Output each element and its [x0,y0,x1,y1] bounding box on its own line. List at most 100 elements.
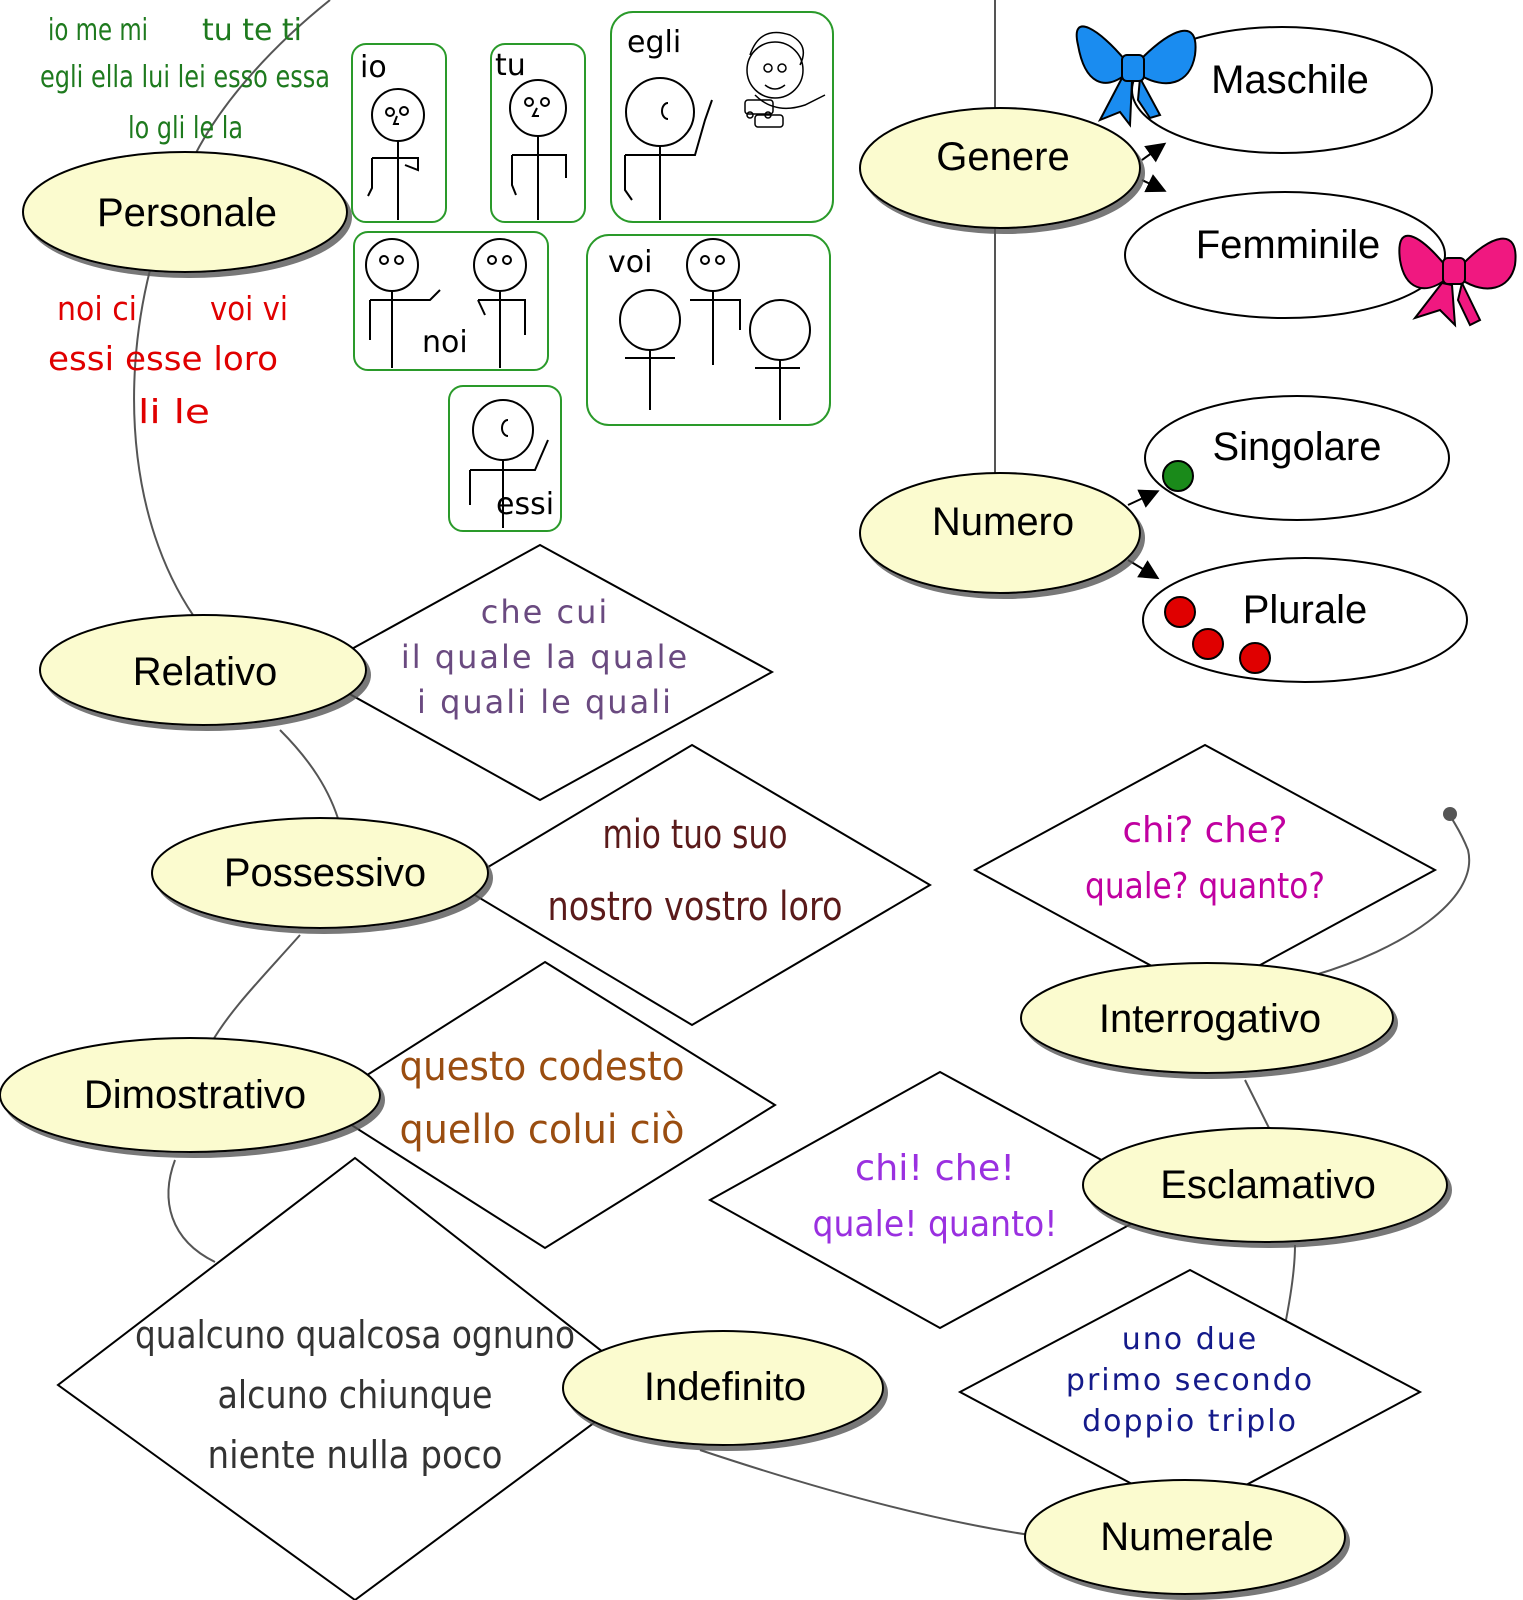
plural-forms-2: voi vi [210,289,288,328]
indefinito-oval [562,1330,884,1446]
singolare-oval [1144,395,1450,521]
femminile-label: Femminile [1196,223,1380,267]
green-dot-icon [1162,460,1194,492]
numerale-line-2: primo secondo [1066,1363,1314,1398]
arrow-to-femminile [1141,174,1167,193]
card-io [351,43,447,223]
dimostrativo-line-2: quello colui ciò [400,1107,685,1153]
stick-figures [365,31,826,528]
card-voi-label: voi [608,245,652,280]
connector-numerale-esclamativo [1284,1244,1296,1326]
connector-end-dot [1443,807,1457,821]
diamond-possessivo [456,743,932,1027]
card-voi [586,234,831,426]
numerale-line-1: uno due [1122,1322,1258,1357]
interrogativo-label: Interrogativo [1099,997,1321,1041]
possessivo-forms: mio tuo suo nostro vostro loro [548,812,843,930]
relativo-label: Relativo [133,650,278,694]
possessivo-line-1: mio tuo suo [603,812,788,858]
plurale-label: Plurale [1243,588,1368,632]
numerale-label: Numerale [1100,1515,1273,1559]
numero-oval [859,472,1141,594]
pink-bow-icon [1398,234,1517,328]
dimostrativo-oval [0,1037,381,1153]
relativo-oval [39,614,367,726]
egli-figure-icon [624,77,713,220]
red-dots-icon [1164,596,1271,674]
numerale-oval [1024,1479,1346,1595]
numerale-forms: uno due primo secondo doppio triplo [1066,1322,1314,1439]
singolare-label: Singolare [1212,425,1381,469]
connector-possessivo-dimostrativo [209,934,301,1046]
esclamativo-forms: chi! che! quale! quanto! [813,1148,1058,1245]
tu-figure-icon [509,79,567,220]
possessivo-oval [151,817,489,929]
plural-forms-3: essi esse loro [48,339,278,378]
voi-figures-icon [619,238,811,420]
plural-forms-4: li le [138,392,210,431]
indefinito-forms: qualcuno qualcosa ognuno alcuno chiunque… [135,1313,575,1477]
esclamativo-label: Esclamativo [1160,1163,1376,1207]
personale-singular-forms: io me mi tu te ti egli ella lui lei esso… [40,13,330,146]
connector-dimostrativo-indefinito [167,1159,216,1263]
card-noi-label: noi [422,325,468,360]
noi-figures-icon [365,238,527,368]
indefinito-line-3: niente nulla poco [208,1433,503,1477]
maschile-label: Maschile [1211,58,1369,102]
child-playing-icon [744,31,826,128]
possessivo-label: Possessivo [224,851,426,895]
arrow-to-maschile [1141,142,1167,163]
connector-indefinito-numerale [699,1449,1031,1536]
diamond-indefinito [56,1156,647,1600]
genere-oval [859,107,1141,229]
interrogativo-oval [1020,962,1394,1074]
arrow-to-plurale [1127,559,1160,580]
category-ovals [0,107,1448,1595]
pronoun-cards [351,11,834,532]
esclamativo-line-2: quale! quanto! [813,1204,1058,1245]
numerale-line-3: doppio triplo [1082,1404,1298,1439]
singular-forms-4: lo gli le la [128,111,243,146]
connector-interrogativo-tail [1314,814,1471,976]
possessivo-line-2: nostro vostro loro [548,884,843,930]
interrogativo-line-1: chi? che? [1123,810,1288,851]
singular-forms-1: io me mi [48,13,148,48]
essi-figure-icon [469,399,549,528]
indefinito-line-1: qualcuno qualcosa ognuno [135,1313,575,1357]
relativo-forms: che cui il quale la quale i quali le qua… [401,593,687,721]
esclamativo-oval [1082,1127,1448,1243]
indefinito-line-2: alcuno chiunque [218,1373,493,1417]
connectors [133,0,1471,1536]
singular-forms-3: egli ella lui lei esso essa [40,60,330,95]
card-tu-label: tu [495,48,526,83]
diamonds [56,543,1438,1600]
diamond-esclamativo [707,1070,1178,1330]
numero-label: Numero [932,500,1074,544]
connector-relativo-possessivo [279,729,341,826]
diamond-relativo [307,543,775,802]
arrow-to-singolare [1127,489,1160,508]
card-egli [610,11,834,223]
card-io-label: io [360,50,387,85]
card-labels: io tu egli noi voi essi [360,25,681,522]
connector-top-personale [189,0,331,166]
dimostrativo-forms: questo codesto quello colui ciò [400,1044,685,1153]
io-figure-icon [367,88,425,220]
genere-label: Genere [936,135,1069,179]
esclamativo-line-1: chi! che! [855,1148,1015,1189]
interrogativo-line-2: quale? quanto? [1085,866,1325,907]
femminile-oval [1124,191,1446,319]
arrows [1127,142,1167,580]
dimostrativo-label: Dimostrativo [84,1073,306,1117]
plurale-oval [1142,557,1468,683]
card-essi-label: essi [496,487,554,522]
blue-bow-icon [1075,25,1197,128]
card-tu [490,43,586,223]
indefinito-label: Indefinito [644,1365,806,1409]
relativo-line-3: i quali le quali [417,683,673,721]
interrogativo-forms: chi? che? quale? quanto? [1085,810,1325,907]
dimostrativo-line-1: questo codesto [400,1044,685,1090]
relativo-line-1: che cui [481,593,610,631]
personale-oval [22,151,348,273]
